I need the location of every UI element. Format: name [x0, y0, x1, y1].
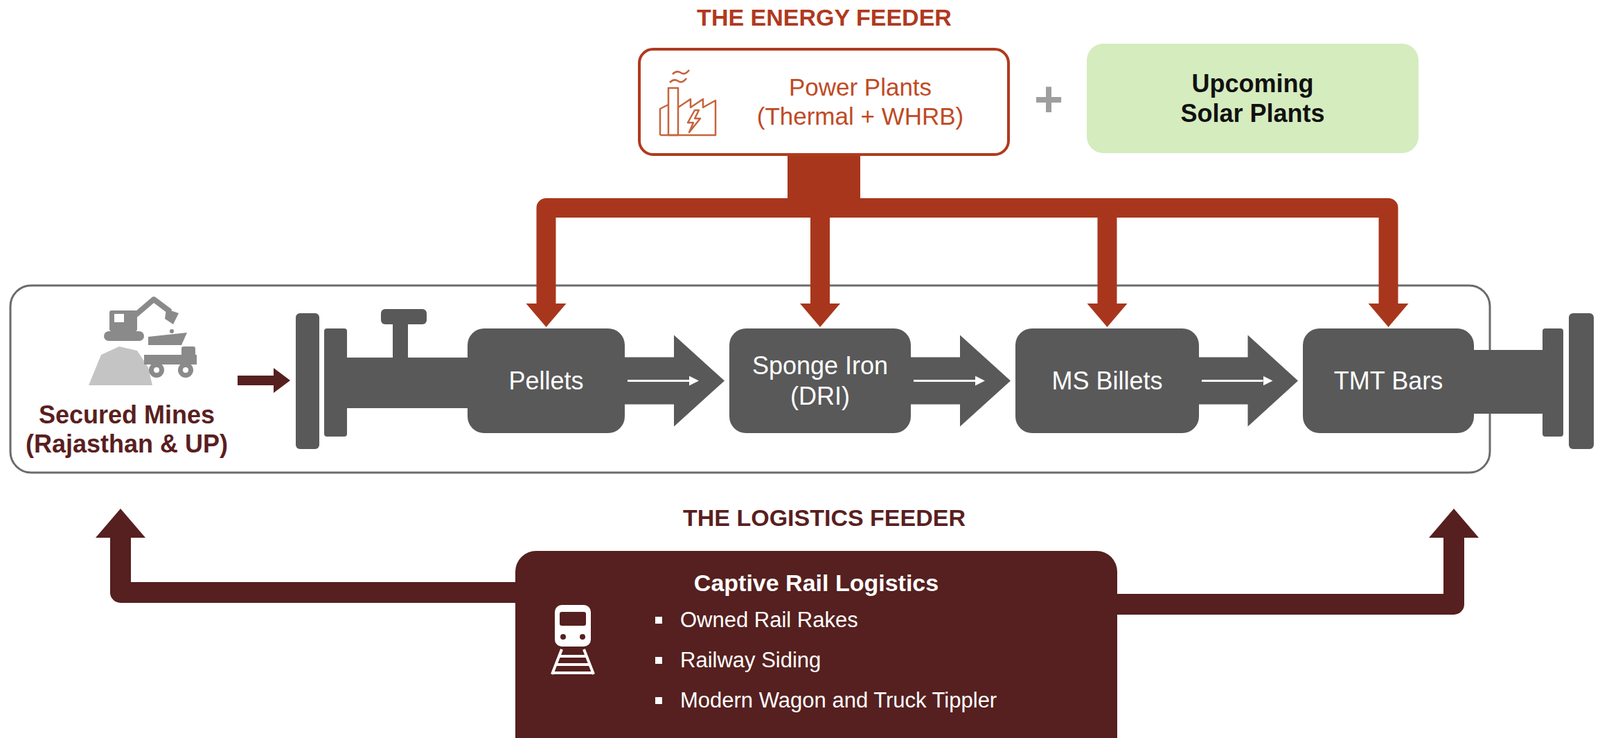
truck-wheel [178, 362, 194, 378]
pipe-flange [295, 313, 320, 449]
ore-mound [88, 346, 153, 386]
connector-group [237, 380, 274, 381]
process-box: Sponge Iron (DRI) [729, 328, 911, 433]
icon-strokes [660, 69, 716, 136]
process-arrow-inner [913, 379, 976, 382]
process-arrow [623, 335, 725, 427]
power-plant-icon [655, 64, 722, 141]
mine-source: Secured Mines (Rajasthan & UP) [17, 294, 237, 468]
rail-tie [558, 654, 587, 658]
connector-group [824, 153, 1108, 304]
process-arrow [1197, 335, 1299, 427]
excavator-window [114, 313, 124, 323]
process-arrow [909, 335, 1011, 427]
connector-group [1115, 537, 1454, 604]
process-label: Sponge Iron (DRI) [740, 350, 900, 411]
pipe-flange [324, 328, 348, 437]
process-arrow-inner [627, 379, 690, 382]
wheel-hub [153, 367, 160, 373]
process-box: Pellets [467, 328, 625, 433]
plus-sign: + [1034, 70, 1064, 128]
valve-stem [392, 322, 408, 359]
connector-group [120, 537, 517, 593]
excavator-arm [134, 299, 171, 316]
excavator-bucket [164, 308, 179, 325]
ore-drop [169, 329, 174, 334]
rail [583, 649, 594, 674]
pipe-body [1464, 349, 1544, 414]
process-arrow-inner [1201, 379, 1264, 382]
power-plant-box: Power Plants (Thermal + WHRB) [637, 47, 1010, 156]
train-body [554, 604, 591, 647]
node-title: Power Plants (Thermal + WHRB) [749, 72, 972, 131]
rail-tie [555, 662, 590, 666]
node-title: Upcoming Solar Plants [1169, 68, 1337, 129]
rail [552, 649, 562, 674]
rails [552, 649, 594, 674]
valve-handle [380, 308, 427, 325]
wheel-hub [182, 367, 189, 373]
bolt [687, 110, 701, 133]
energy-feed-arrow [824, 153, 1108, 304]
rail-tie [552, 671, 593, 674]
train-window [559, 611, 586, 626]
process-box: TMT Bars [1302, 328, 1474, 433]
mining-icon [88, 299, 197, 386]
process-box: MS Billets [1015, 328, 1199, 433]
connector-group [1197, 335, 1299, 427]
train-icon [546, 601, 602, 677]
smoke [672, 69, 690, 75]
smoke [669, 78, 687, 83]
building [660, 99, 716, 136]
bullet-item: Railway Siding [651, 640, 1118, 681]
chimney [668, 87, 679, 136]
pipe-right [1464, 313, 1594, 449]
section-heading: THE ENERGY FEEDER [696, 4, 952, 32]
node-heading: Captive Rail Logistics [515, 568, 1118, 597]
logistics-arrow [1115, 537, 1454, 604]
bullet-item: Owned Rail Rakes [651, 599, 1118, 640]
pipe-left [295, 308, 478, 449]
excavator-track [103, 331, 145, 341]
connector-group [824, 153, 1389, 304]
section-heading: THE LOGISTICS FEEDER [682, 504, 966, 532]
process-label: MS Billets [1051, 365, 1163, 396]
solar-plant-box: Upcoming Solar Plants [1086, 43, 1419, 154]
train-light [560, 633, 566, 640]
logistics-arrow [120, 537, 517, 593]
connector-group [909, 335, 1011, 427]
building [660, 104, 669, 136]
flow-arrow [237, 375, 274, 386]
truck-chassis [144, 354, 197, 365]
node-title: Secured Mines (Rajasthan & UP) [22, 400, 231, 458]
bullet-item: Modern Wagon and Truck Tippler [651, 680, 1118, 721]
truck-wheel [148, 362, 165, 378]
train-light [579, 633, 586, 640]
process-band [10, 285, 1490, 473]
truck-bed [148, 332, 188, 345]
process-label: TMT Bars [1334, 365, 1443, 396]
logistics-box: Captive Rail LogisticsOwned Rail RakesRa… [515, 550, 1118, 738]
pipe-body [345, 357, 478, 408]
pipe-flange [1542, 328, 1564, 437]
connector-group [623, 335, 725, 427]
pipe-flange [1568, 313, 1594, 449]
energy-feed-arrow [546, 153, 825, 304]
connector-group [546, 153, 825, 304]
process-label: Pellets [508, 365, 584, 396]
energy-feed-arrow [824, 153, 1389, 304]
